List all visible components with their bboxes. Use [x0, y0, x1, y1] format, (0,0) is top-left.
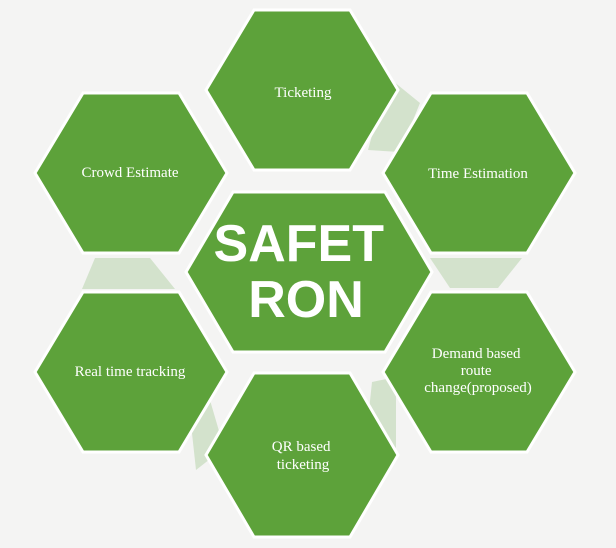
node-label: Crowd Estimate: [81, 165, 178, 181]
connector-demand-qr: [368, 377, 396, 448]
hexagon-shape: [33, 290, 229, 454]
hexagon-node-qr-based-ticketing: QR based ticketing: [204, 371, 400, 539]
node-label: Time Estimation: [428, 166, 528, 182]
hexagon-shape: [381, 91, 577, 255]
hexagon-node-crowd-estimate: Crowd Estimate: [33, 91, 229, 255]
hexagon-shape: [204, 8, 400, 172]
connector-realtime-crowd: [82, 258, 175, 289]
node-label: Demand based route change(proposed): [424, 346, 531, 396]
node-label: Real time tracking: [75, 364, 186, 380]
hexagon-shape: [381, 290, 577, 454]
hexagon-center-title: SAFET RON: [184, 190, 434, 354]
hexagon-shape: [204, 371, 400, 539]
node-label: Ticketing: [275, 85, 332, 101]
hexagon-shape: [33, 91, 229, 255]
hexagon-shape: [184, 190, 434, 354]
node-label: QR based ticketing: [272, 439, 335, 473]
hexagon-node-time-estimation: Time Estimation: [381, 91, 577, 255]
hexagon-node-demand-based-route-change: Demand based route change(proposed): [381, 290, 577, 454]
center-title: SAFET RON: [214, 215, 399, 329]
connector-time-demand: [430, 258, 522, 288]
hexagon-node-real-time-tracking: Real time tracking: [33, 290, 229, 454]
hexagon-node-ticketing: Ticketing: [204, 8, 400, 172]
